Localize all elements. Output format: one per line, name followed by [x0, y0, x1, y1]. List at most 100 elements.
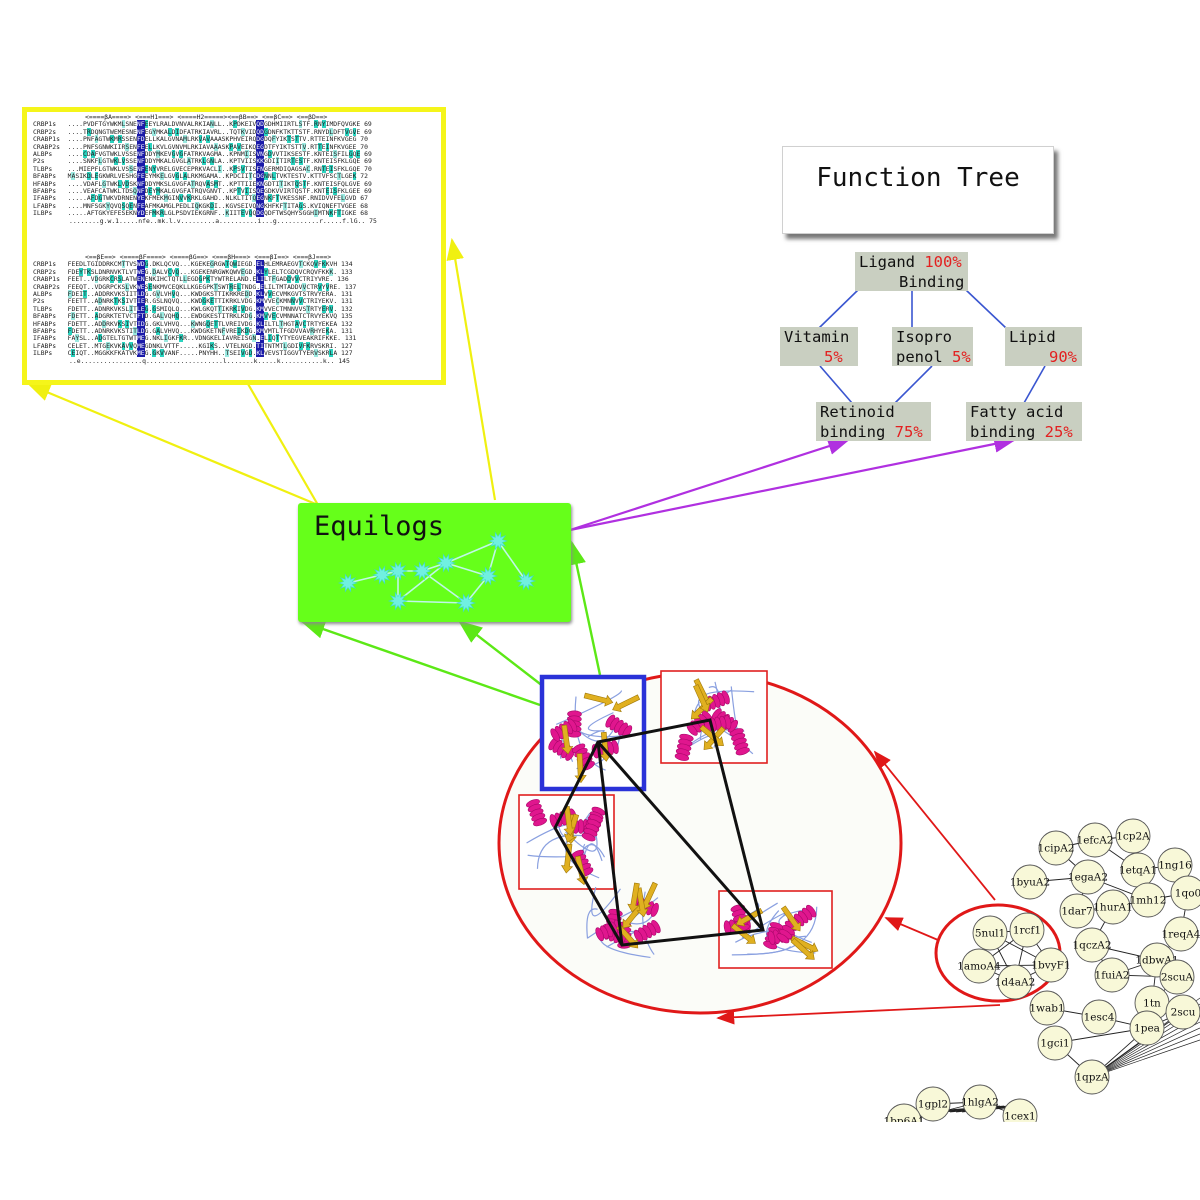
- line-equilogs-to-alignment-mid: [247, 383, 319, 506]
- network-node-label: 1tn: [1143, 998, 1161, 1010]
- network-edge: [1091, 1027, 1200, 1078]
- arrow-zoom-mid: [884, 917, 939, 941]
- network-node-label: 1etqA1: [1119, 865, 1157, 877]
- network-node[interactable]: 2scuA: [1159, 959, 1195, 995]
- network-node[interactable]: 1cipA2: [1038, 830, 1075, 866]
- equilog-node: [435, 553, 457, 573]
- network-node-label: 1ng16: [1158, 860, 1192, 872]
- network-node-label: 1pea: [1134, 1023, 1160, 1035]
- network-node-label: 1cipA2: [1038, 843, 1075, 855]
- tree-node-percent: 75%: [894, 423, 923, 441]
- network-node[interactable]: 1etqA1: [1119, 852, 1157, 888]
- tree-node-label: Ligand: [859, 253, 915, 271]
- network-node[interactable]: 1hlgA2: [961, 1084, 999, 1120]
- arrow-zoom-bottom: [716, 1004, 1001, 1025]
- selected-network-node[interactable]: 1bvyF1: [1031, 947, 1071, 983]
- network-node-label: 1cp2A: [1116, 831, 1150, 843]
- tree-node-percent: 5%: [952, 348, 971, 366]
- arrow-structure-to-equilogs-right: [567, 540, 602, 676]
- alignment-row: CRBP1s ....PVDFTGYWKMLSNENFEEYLRALDVNVAL…: [33, 120, 372, 129]
- network-node-label: 2scuA: [1161, 972, 1194, 984]
- tree-edge-isoprenol-retinoid: [894, 365, 933, 404]
- network-node-label: 1hurA1: [1093, 902, 1133, 914]
- network-node[interactable]: 1reqA4: [1162, 916, 1200, 952]
- network-node[interactable]: 1pea: [1129, 1010, 1165, 1046]
- tree-node-percent: 90%: [1049, 348, 1077, 366]
- network-node[interactable]: 1gpl2: [915, 1086, 951, 1122]
- network-edge: [1091, 1033, 1200, 1078]
- green-arrows: [300, 540, 602, 707]
- network-node[interactable]: 1egaA2: [1068, 859, 1108, 895]
- protein-structure-image: [586, 881, 661, 959]
- selected-network-node[interactable]: 1amoA4: [957, 948, 1001, 984]
- tree-edge-ligand-vitamin: [818, 289, 859, 329]
- equilog-node: [477, 566, 499, 586]
- network-clip-mask: [880, 1122, 1200, 1200]
- network-node-label: 1mh12: [1130, 895, 1167, 907]
- alignment-row: BFABPs MASIKDLEGKWRLVESHGFEEYMKELGVGLALR…: [33, 172, 368, 181]
- tree-node-percent: 100%: [924, 253, 962, 271]
- tree-node-label: Fatty acid: [970, 403, 1064, 421]
- equilogs-box[interactable]: Equilogs: [298, 503, 571, 622]
- tree-edge-lipid-fatty: [1023, 365, 1046, 404]
- alignment-consensus: ..e................q....................…: [69, 356, 350, 365]
- network-node[interactable]: 1mh12: [1130, 882, 1167, 918]
- network-node-label: 1qo0: [1175, 888, 1200, 900]
- network-node[interactable]: 1gci1: [1037, 1025, 1073, 1061]
- equilog-node: [371, 565, 393, 585]
- network-node[interactable]: 1qo0: [1170, 875, 1200, 911]
- alignment-row: CRBP2s ....TRDQNGTWEMESNENFEGYMKALDIDFAT…: [33, 127, 372, 136]
- network-node-label: 1qpzA: [1075, 1072, 1109, 1084]
- network-node-label: 1fuiA2: [1095, 970, 1130, 982]
- selected-network-node[interactable]: 1rcf1: [1009, 912, 1045, 948]
- alignment-row: HFABPs FDETT..ADDRKVKSIVTIDG.GKLVHVQ...K…: [33, 319, 353, 328]
- selected-network-node[interactable]: 5nul1: [972, 915, 1008, 951]
- superposition-polygon: [553, 718, 765, 947]
- alignment-row: CRBP2s FDEYTKSLDNRNVKTLVTWEG.DALVCVQ...K…: [33, 267, 353, 276]
- alignment-row: ALBPs ....CDAFVGTWKLVSSENFDDYMKEVGVGFATR…: [33, 150, 372, 158]
- tree-node-label: Vitamin: [784, 328, 850, 346]
- tree-node-percent: 25%: [1044, 423, 1073, 441]
- network-node[interactable]: 2scu: [1165, 994, 1200, 1030]
- tree-node-label: Isopro: [896, 328, 952, 346]
- equilog-node: [387, 591, 409, 611]
- network-node[interactable]: 1esc4: [1081, 999, 1117, 1035]
- alignment-row: ALBPs FDEIT..ADDRKVKSIITLDG.GVLVHVQ...KW…: [33, 290, 353, 298]
- network-node[interactable]: 1cp2A: [1115, 818, 1151, 854]
- selected-network-node-label: 5nul1: [975, 928, 1005, 940]
- network-node[interactable]: 1efcA2: [1077, 822, 1114, 858]
- tree-node-vitamin[interactable]: Vitamin 5%: [780, 327, 858, 366]
- equilog-node: [487, 531, 509, 551]
- selected-network-node-label: 1amoA4: [957, 961, 1001, 973]
- equilog-node: [337, 573, 359, 593]
- network-node-label: 1efcA2: [1077, 835, 1114, 847]
- alignment-row: HFABPs ....VDAFLGTWKLVDSKNFDDYMKSLGVGFAT…: [33, 179, 372, 188]
- network-node[interactable]: 1wab1: [1029, 990, 1065, 1026]
- network-node[interactable]: 1ng16: [1157, 847, 1193, 883]
- selected-network-node[interactable]: 1d4aA2: [995, 964, 1036, 1000]
- network-node[interactable]: 1dar7: [1059, 893, 1095, 929]
- network-node-label: 1qczA2: [1072, 940, 1111, 952]
- alignment-row: IFABPs FAYSL..ADGTELTGTWTMEG.NKLIGKFKR..…: [33, 334, 357, 343]
- network-node[interactable]: 1byuA2: [1010, 864, 1050, 900]
- network-node[interactable]: 1fuiA2: [1095, 957, 1130, 993]
- arrow-structure-to-equilogs-mid: [458, 620, 549, 691]
- network-node[interactable]: 1qczA2: [1072, 927, 1112, 963]
- tree-node-label: binding: [820, 423, 886, 441]
- alignment-row: CRBP1s FEEDLTGIDDRKCMTTVSWDG.DKLQCVQ...K…: [33, 260, 353, 269]
- alignment-row: BFABPs FDETT..ADNRKVKSTITLDG.GALVHVQ...K…: [33, 327, 353, 335]
- network-node[interactable]: 1qpzA: [1074, 1059, 1110, 1095]
- network-node-label: 1esc4: [1084, 1012, 1115, 1024]
- alignment-row: TLBPs FDETT..ADNRKVKSLITLEG.GSMIQLQ...KW…: [33, 304, 353, 313]
- network-node[interactable]: 1hurA1: [1093, 889, 1133, 925]
- alignment-row: LFABPs CELET..MTGEKVKAVVQMEGDNKLVTTF....…: [33, 341, 353, 350]
- alignment-row: ILBPs CEIQT..MGGKKFKATVKMEG.GKVVANF.....…: [33, 349, 353, 358]
- tree-node-ligand-binding[interactable]: Ligand 100%Binding: [855, 252, 968, 291]
- network-edge: [1091, 1021, 1200, 1078]
- network-node-label: 1dar7: [1061, 906, 1092, 918]
- tree-node-percent: 5%: [824, 348, 843, 366]
